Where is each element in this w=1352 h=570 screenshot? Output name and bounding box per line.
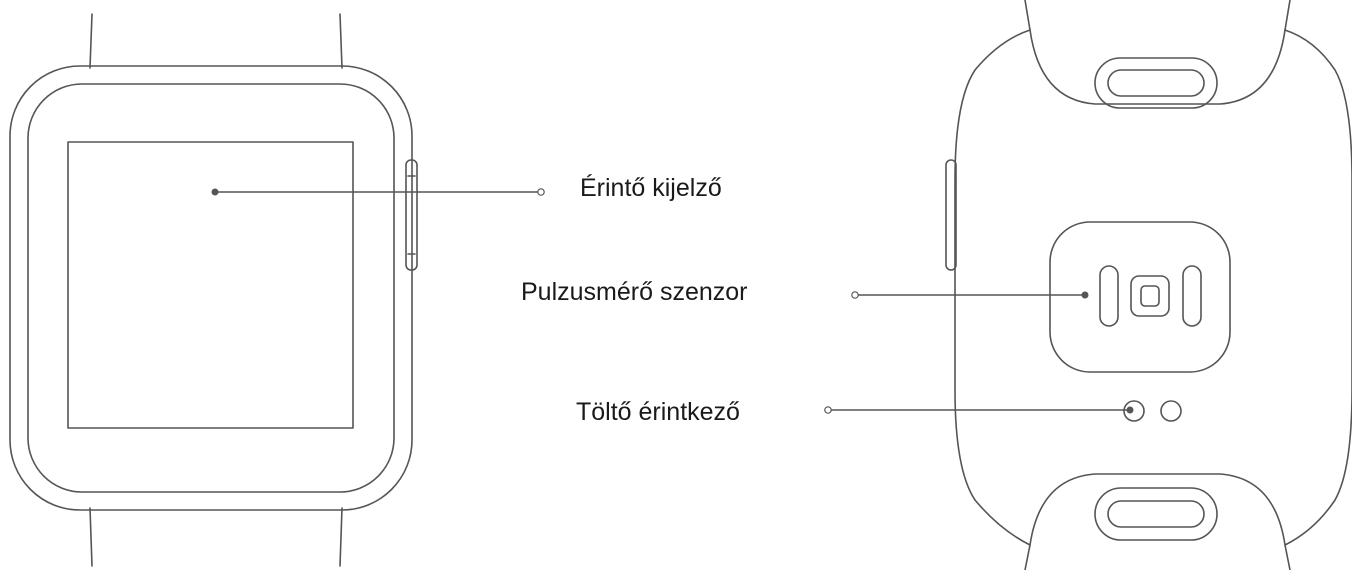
label-charging-contacts: Töltő érintkező [576,398,740,426]
label-touch-screen: Érintő kijelző [580,174,722,202]
back-strap-bottom [1024,473,1291,570]
leader-dot-end [824,406,832,414]
watch-front-view [9,13,418,567]
touch-screen [67,141,354,429]
front-strap-top [89,13,343,69]
sensor-center-outer [1130,275,1170,317]
sensor-led-right [1182,265,1202,327]
side-button [405,159,418,271]
back-case [954,29,1352,546]
leader-dot-end [537,188,545,196]
charging-contact-left [1123,400,1145,422]
sensor-led-left [1099,265,1119,327]
leader-charging-contacts [824,406,1134,414]
back-side-button [945,159,957,271]
leader-dot-anchor [1126,406,1134,414]
charging-contact-right [1160,400,1182,422]
leader-dot-anchor [211,188,219,196]
leader-dot-end [851,291,859,299]
strap-slot-bottom-inner [1107,500,1205,528]
sensor-center-inner [1140,285,1160,307]
leader-dot-anchor [1081,291,1089,299]
front-case-inner [27,83,395,493]
label-heart-rate-sensor: Pulzusmérő szenzor [521,278,748,306]
sensor-module [1049,221,1231,373]
strap-slot-bottom-outer [1094,487,1218,541]
leader-heart-rate-sensor [851,291,1089,299]
leader-touch-screen [211,188,545,196]
strap-slot-top-outer [1094,57,1218,109]
front-case-outer [9,65,413,511]
front-strap-bottom [89,507,343,567]
watch-back-view [945,0,1352,570]
back-strap-top [1024,0,1291,105]
side-button-detail [407,175,416,255]
strap-slot-top-inner [1107,69,1205,97]
